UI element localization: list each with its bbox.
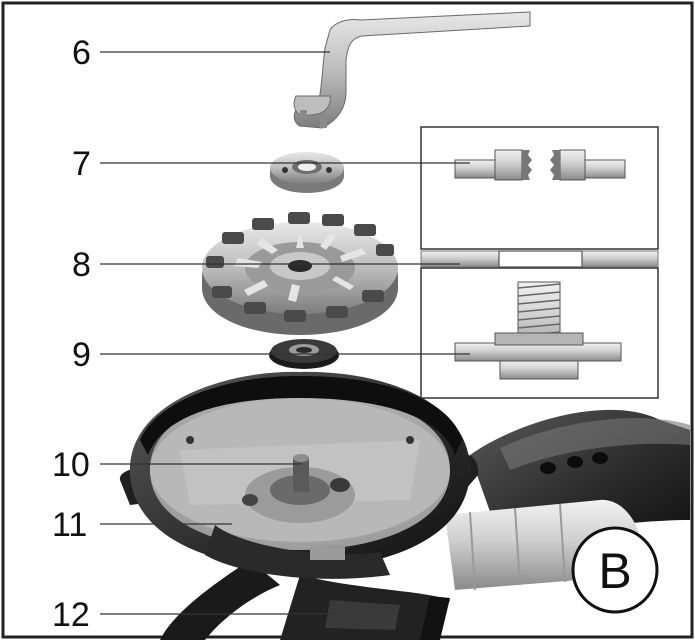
clamping-nut xyxy=(270,152,344,193)
flange-cross-section xyxy=(454,281,622,380)
spindle xyxy=(293,458,309,492)
callout-12: 12 xyxy=(52,596,90,634)
callout-9: 9 xyxy=(72,336,91,374)
guard-with-brush xyxy=(119,371,479,579)
inset-top-panel xyxy=(420,126,659,250)
lower-flange xyxy=(269,339,339,369)
spanner-wrench xyxy=(293,11,531,129)
figure-badge: B xyxy=(571,526,659,614)
callout-10: 10 xyxy=(52,446,90,484)
badge-letter: B xyxy=(598,543,631,599)
callout-8: 8 xyxy=(72,246,91,284)
callout-7: 7 xyxy=(72,145,91,183)
callout-6: 6 xyxy=(72,34,91,72)
nut-cross-section xyxy=(454,149,626,181)
inset-detail xyxy=(420,126,659,399)
diamond-cup-wheel xyxy=(202,212,398,335)
badge-circle xyxy=(571,526,659,614)
callout-11: 11 xyxy=(52,506,87,544)
leader-lines xyxy=(100,51,470,615)
